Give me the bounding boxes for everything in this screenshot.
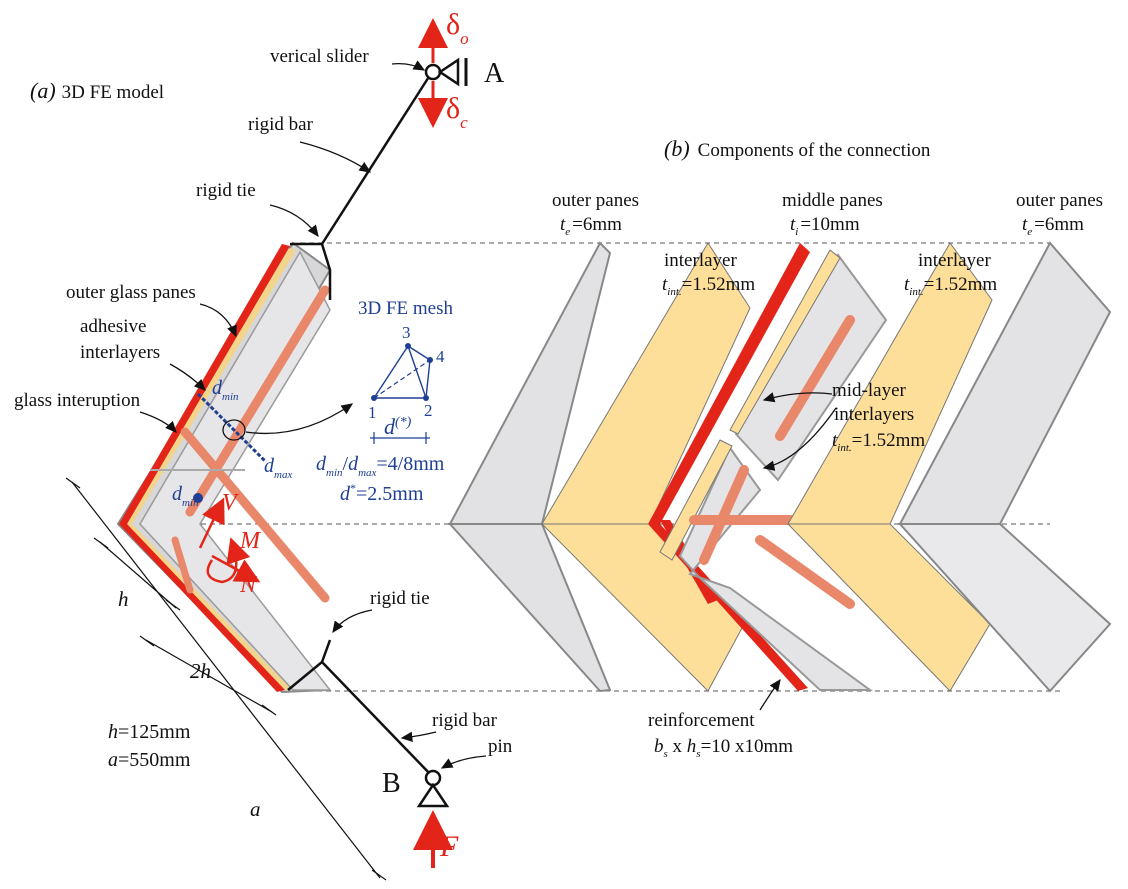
interlayer-left-thickness: tint.=1.52mm [662,274,755,298]
interlayer-right-title: interlayer [918,250,991,271]
normal-label: N [239,572,258,598]
rigid-tie-bottom-label: rigid tie [370,588,430,609]
pin-label: pin [488,736,513,757]
rigid-bar-bottom-label: rigid bar [432,710,498,731]
chevron-glass-model [116,241,332,694]
mesh-d-star: d(*) [384,414,412,439]
dimension-lines [65,477,387,881]
dmax-label: dmax [264,455,292,481]
outer-panes-right-title: outer panes [1016,190,1103,211]
reinforcement-size: bs x hs=10 x10mm [654,736,793,760]
outer-pane-left [447,241,612,693]
rigid-bar-top-label: rigid bar [248,114,314,135]
mid-layer-title-2: interlayers [834,404,914,425]
outer-panes-left-thickness: te=6mm [560,214,622,238]
dmin-label-1: dmin [212,377,239,403]
dim-2h-label: 2h [190,659,211,683]
interlayer-right-thickness: tint.=1.52mm [904,274,997,298]
support-b-pin [416,769,450,808]
delta-c-label: δc [446,92,468,132]
mesh-node-4: 4 [436,347,445,366]
panel-a-title: (a)3D FE model [30,78,164,103]
dim-h-label: h [118,587,129,611]
middle-pane-upper [729,249,888,482]
vertical-slider-label: verical slider [270,46,369,67]
reference-lines [120,242,1060,692]
mesh-dstar-value: d*=2.5mm [340,481,424,505]
fe-mesh-inset [370,343,433,444]
point-a-label: A [484,58,505,89]
outer-pane-right [897,241,1112,693]
middle-panes-title: middle panes [782,190,883,211]
mesh-node-3: 3 [402,323,411,342]
outer-glass-panes-label: outer glass panes [66,282,196,303]
mid-layer-title-1: mid-layer [832,380,907,401]
param-h: h=125mm [108,721,191,743]
support-a-slider [424,57,468,87]
mid-layer-thickness: tint.=1.52mm [832,430,925,454]
mesh-title: 3D FE mesh [358,298,454,319]
param-a: a=550mm [108,749,191,771]
adhesive-label-2: interlayers [80,342,160,363]
moment-label: M [239,528,262,554]
interlayer-right [786,242,993,692]
panel-b-title: (b)Components of the connection [664,136,931,161]
rigid-frame [287,71,434,777]
interlayer-left-title: interlayer [664,250,737,271]
reinforcement-title: reinforcement [648,710,755,731]
adhesive-label-1: adhesive [80,316,146,337]
dim-a-label: a [250,797,261,821]
glass-interruption-label: glass interuption [14,390,141,411]
dmin-label-2: dmin [172,483,199,509]
point-b-label: B [382,768,401,799]
shear-label: V [222,490,239,516]
internal-forces [198,497,261,584]
delta-o-label: δo [446,8,469,48]
mesh-ratio: dmin/dmax=4/8mm [316,453,445,479]
rigid-tie-top-label: rigid tie [196,180,256,201]
middle-pane-lower [659,439,874,691]
middle-panes-thickness: ti=10mm [790,214,860,238]
outer-panes-right-thickness: te=6mm [1022,214,1084,238]
outer-panes-left-title: outer panes [552,190,639,211]
mesh-node-1: 1 [368,403,377,422]
mesh-node-2: 2 [424,401,433,420]
force-label: F [439,830,459,863]
mesh-line-on-model [193,392,354,503]
